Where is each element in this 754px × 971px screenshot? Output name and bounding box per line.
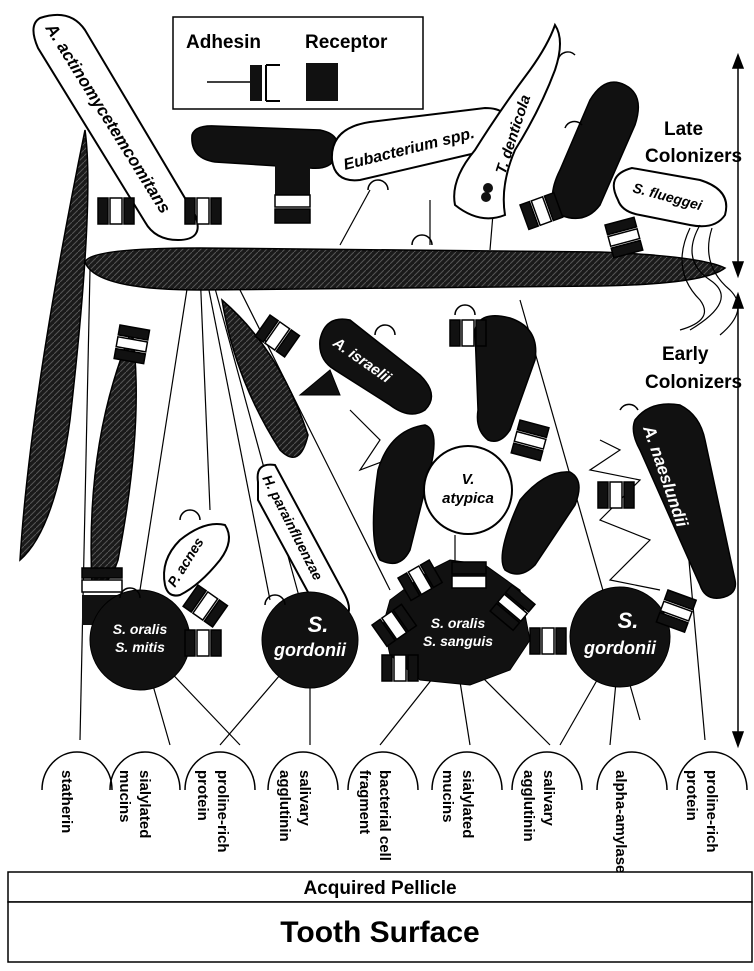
legend-box [173, 17, 423, 109]
legend: Adhesin Receptor [173, 17, 423, 109]
acquired-pellicle-band: Acquired Pellicle [8, 872, 752, 902]
receptor-proline-rich-2b: protein [683, 770, 700, 821]
s-gordonii-right-cell: S. gordonii [570, 587, 670, 687]
pair-8 [450, 320, 486, 346]
legend-receptor-block [306, 63, 338, 101]
s-oralis-sanguis-label-2: S. sanguis [423, 633, 493, 649]
pair-3 [275, 195, 310, 223]
early-label-2: Colonizers [645, 372, 742, 393]
tooth-surface-band: Tooth Surface [8, 902, 752, 962]
receptor-alpha-amylase: alpha-amylase [612, 770, 629, 873]
spindle-left-middle [91, 330, 136, 586]
s-gordonii-left-label-2: gordonii [273, 640, 347, 660]
pair-13 [185, 630, 221, 656]
black-rod-top [192, 126, 338, 168]
pair-11 [82, 568, 122, 592]
receptor-proline-rich-2a: proline-rich [703, 770, 720, 853]
receptor-proline-rich-1b: protein [194, 770, 211, 821]
s-oralis-mitis-label-2: S. mitis [115, 639, 165, 655]
legend-adhesin-label: Adhesin [186, 32, 261, 53]
receptor-bacterial-cell-fragment-a: bacterial cell [376, 770, 393, 861]
s-oralis-mitis-label-1: S. oralis [113, 621, 168, 637]
tooth-surface-label: Tooth Surface [280, 916, 479, 949]
s-oralis-sanguis-label-1: S. oralis [431, 615, 486, 631]
pair-10 [598, 482, 634, 508]
acquired-pellicle-label: Acquired Pellicle [303, 878, 456, 899]
pair-4 [520, 193, 563, 230]
p-acnes-cell: P. acnes [164, 524, 229, 596]
v-atypica-cell: V. atypica [424, 446, 512, 534]
black-rod-middle-right [502, 472, 579, 574]
pair-2 [185, 198, 221, 224]
s-gordonii-right-label-2: gordonii [583, 638, 657, 658]
receptor-bacterial-cell-fragment-b: fragment [356, 770, 373, 834]
pair-1 [98, 198, 134, 224]
black-rod-top-stem [275, 150, 310, 195]
receptor-sialylated-mucins-1b: mucins [116, 770, 133, 823]
pair-15 [382, 655, 418, 681]
s-gordonii-left-label-1: S. [308, 612, 329, 637]
receptor-salivary-agglutinin-2a: salivary [540, 770, 557, 827]
s-gordonii-right-label-1: S. [618, 608, 639, 633]
long-spindle-left [20, 130, 88, 560]
late-label-2: Colonizers [645, 146, 742, 167]
receptor-sialylated-mucins-1a: sialylated [136, 770, 153, 838]
pair-9 [511, 420, 549, 461]
v-atypica-label-1: V. [462, 471, 475, 488]
legend-adhesin-bar [250, 65, 262, 101]
legend-receptor-label: Receptor [305, 32, 388, 53]
early-label-1: Early [662, 344, 709, 365]
pair-6 [114, 325, 149, 364]
a-israelii-cell: A. israelii [300, 319, 431, 414]
receptor-proline-rich-1a: proline-rich [214, 770, 231, 853]
a-actinomycetemcomitans-label: A. actinomycetemcomitans [41, 19, 174, 217]
pair-19 [530, 628, 566, 654]
s-oralis-mitis-cell: S. oralis S. mitis [82, 590, 190, 690]
pair-12 [183, 585, 227, 627]
receptor-salivary-agglutinin-2b: agglutinin [520, 770, 537, 842]
late-label-1: Late [664, 119, 703, 140]
receptor-salivary-agglutinin-1b: agglutinin [276, 770, 293, 842]
v-atypica-label-2: atypica [442, 490, 494, 507]
receptor-salivary-agglutinin-1a: salivary [296, 770, 313, 827]
pellicle-receptor-labels: statherin sialylated mucins proline-rich… [58, 770, 720, 873]
receptor-sialylated-mucins-2a: sialylated [459, 770, 476, 838]
s-gordonii-left-cell: S. gordonii [262, 592, 358, 688]
receptor-statherin: statherin [58, 770, 75, 833]
a-naeslundii-cell: A. naeslundii [633, 404, 735, 598]
receptor-sialylated-mucins-2b: mucins [439, 770, 456, 823]
